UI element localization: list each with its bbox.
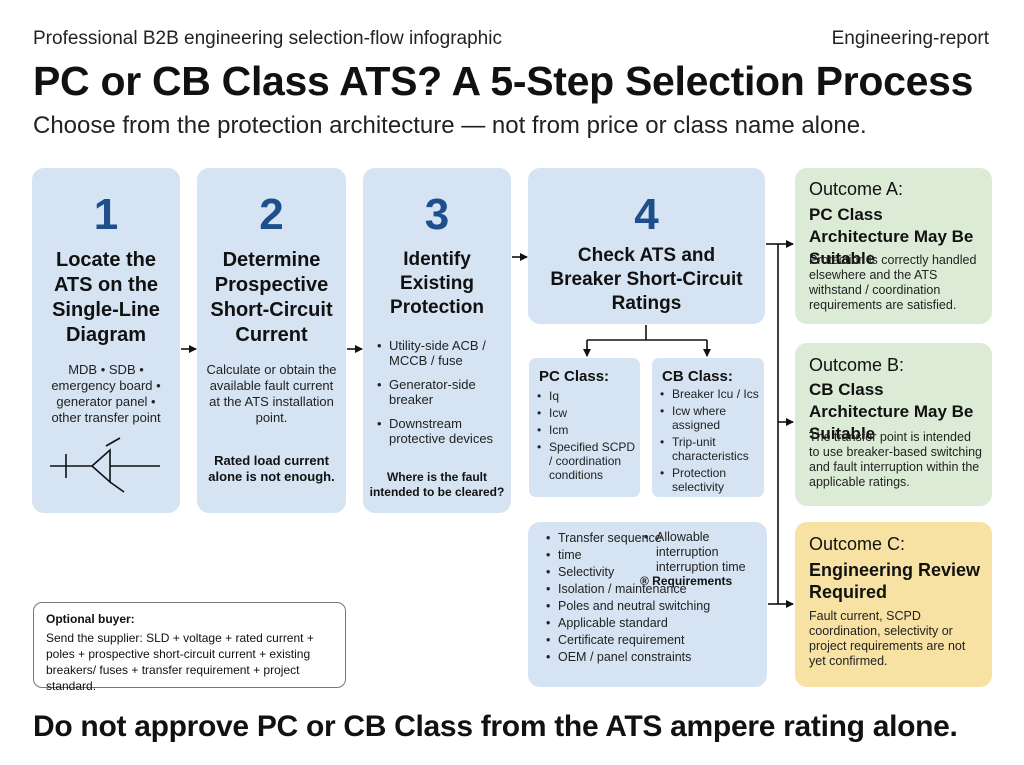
pc-class-title: PC Class: [539, 368, 610, 385]
requirements-label: ® Requirements [640, 574, 733, 588]
list-item: Certificate requirement [544, 633, 744, 648]
step-number: 1 [93, 190, 119, 239]
list-item: Icw where assigned [658, 404, 762, 432]
step-title: Locate the ATS on the Single-Line Diagra… [52, 249, 160, 346]
list-item: Selectivity [544, 565, 664, 580]
outcome-label: Outcome B: [809, 355, 905, 375]
optional-buyer-note: Optional buyer: Send the supplier: SLD +… [33, 602, 346, 693]
buyer-note-title: Optional buyer: [46, 612, 135, 626]
list-item: Generator-side breaker [375, 377, 505, 407]
outcome-c-card: Outcome C: Engineering Review Required F… [795, 522, 992, 687]
arrow-step4-split [586, 325, 708, 355]
requirements-list-right: Allowable interruption interruption time [642, 530, 754, 578]
step-number: 4 [634, 190, 659, 239]
list-item: Specified SCPD / coordination conditions [535, 440, 636, 482]
page-title: PC or CB Class ATS? A 5-Step Selection P… [33, 58, 974, 104]
existing-protection-list: Utility-side ACB / MCCB / fuse Generator… [375, 338, 505, 449]
step-title: Determine Prospective Short-Circuit Curr… [210, 249, 333, 346]
step-3-card: 3 Identify Existing Protection Utility-s… [363, 168, 511, 513]
list-item: OEM / panel constraints [544, 650, 744, 665]
list-item: Icm [535, 423, 636, 437]
list-item: Utility-side ACB / MCCB / fuse [375, 338, 505, 368]
outcome-a-card: Outcome A: PC Class Architecture May Be … [795, 168, 992, 324]
step-number: 3 [424, 190, 450, 239]
outcome-label: Outcome A: [809, 179, 904, 199]
cb-class-card: CB Class: Breaker Icu / Ics Icw where as… [651, 357, 765, 498]
outcome-title: CB Class Architecture May Be Suitable [809, 380, 974, 443]
list-item: Transfer sequence [544, 531, 664, 546]
step-description: MDB • SDB • emergency board • generator … [51, 362, 161, 425]
outcome-description: Protection is correctly handled elsewher… [809, 253, 977, 312]
requirements-card: Transfer sequence time Selectivity Isola… [528, 522, 767, 687]
step-description: Calculate or obtain the available fault … [206, 362, 337, 425]
pc-class-card: PC Class: Iq Icw Icm Specified SCPD / co… [528, 357, 641, 498]
step-4-card: 4 Check ATS and Breaker Short-Circuit Ra… [528, 168, 765, 324]
cb-class-title: CB Class: [662, 368, 733, 385]
list-item: time [544, 548, 664, 563]
list-item: Applicable standard [544, 616, 744, 631]
kicker-text: Professional B2B engineering selection-f… [33, 28, 502, 49]
outcome-title: Engineering Review Required [809, 560, 981, 602]
outcome-description: Fault current, SCPD coordination, select… [809, 609, 966, 668]
list-item: Icw [535, 406, 636, 420]
list-item: Breaker Icu / Ics [658, 387, 762, 401]
step-title: Check ATS and Breaker Short-Circuit Rati… [550, 245, 743, 314]
step-number: 2 [259, 190, 284, 239]
outcome-b-card: Outcome B: CB Class Architecture May Be … [795, 343, 992, 506]
list-item: Isolation / maintenance [544, 582, 744, 597]
step-title: Identify Existing Protection [390, 249, 484, 318]
pc-class-list: Iq Icw Icm Specified SCPD / coordination… [535, 389, 636, 485]
step-1-card: 1 Locate the ATS on the Single-Line Diag… [32, 168, 180, 513]
page-subtitle: Choose from the protection architecture … [33, 112, 867, 139]
step-2-card: 2 Determine Prospective Short-Circuit Cu… [197, 168, 346, 513]
list-item: Allowable interruption interruption time [642, 530, 754, 575]
step-note: Rated load current alone is not enough. [208, 453, 335, 484]
requirements-list: Transfer sequence time Selectivity Isola… [544, 531, 710, 667]
outcome-label: Outcome C: [809, 534, 906, 554]
outcome-description: The transfer point is intended to use br… [809, 430, 983, 489]
list-item: Downstream protective devices [375, 416, 505, 446]
report-type-label: Engineering-report [831, 28, 989, 49]
outcome-title: PC Class Architecture May Be Suitable [809, 205, 974, 268]
cb-class-list: Breaker Icu / Ics Icw where assigned Tri… [658, 387, 762, 497]
buyer-note-text: Send the supplier: SLD + voltage + rated… [46, 631, 314, 693]
list-item: Trip-unit characteristics [658, 435, 762, 463]
list-item: Protection selectivity [658, 466, 762, 494]
footer-warning: Do not approve PC or CB Class from the A… [33, 710, 958, 743]
transfer-switch-symbol-icon [50, 437, 160, 493]
step-note: Where is the fault intended to be cleare… [369, 470, 505, 499]
list-item: Poles and neutral switching [544, 599, 744, 614]
list-item: Iq [535, 389, 636, 403]
